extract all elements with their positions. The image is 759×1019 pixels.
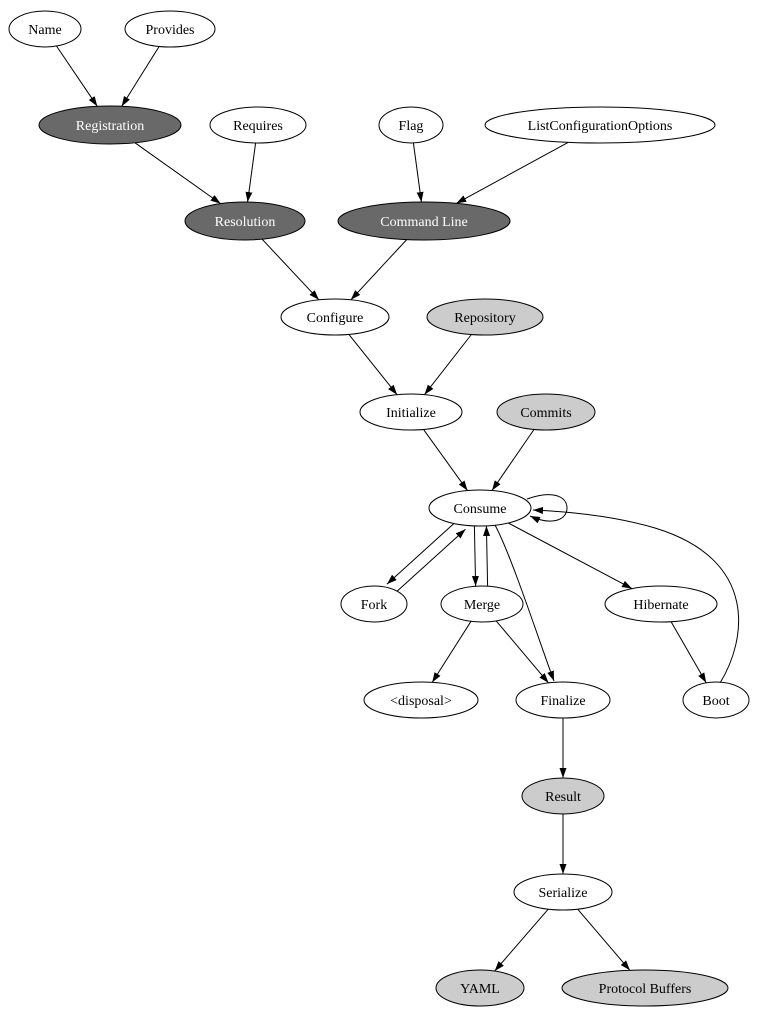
edge-hibernate-boot (670, 621, 707, 684)
edge-resolution-configure (261, 238, 320, 301)
boot-label: Boot (702, 694, 729, 709)
protocolbuffers-label: Protocol Buffers (599, 982, 692, 997)
node-flag: Flag (378, 106, 444, 144)
edge-commandline-configure (350, 239, 408, 301)
node-registration: Registration (38, 105, 182, 145)
edge-flag-commandline (412, 142, 424, 203)
flag-label: Flag (399, 119, 424, 134)
yaml-label: YAML (460, 982, 500, 997)
node-consume: Consume (428, 489, 532, 527)
resolution-ellipse (184, 201, 306, 241)
requires-ellipse (209, 106, 307, 144)
finalize-ellipse (515, 681, 611, 719)
edge-consume-merge (471, 526, 479, 587)
fork-ellipse (340, 585, 408, 623)
edge-merge-disposal (431, 621, 472, 683)
edge-consume-finalize (494, 524, 555, 682)
protocolbuffers-ellipse (561, 969, 729, 1007)
initialize-label: Initialize (386, 406, 436, 421)
initialize-ellipse (359, 393, 463, 431)
edge-merge-finalize (495, 620, 549, 684)
name-ellipse (8, 10, 82, 48)
disposal-ellipse (363, 681, 479, 719)
edge-boot-consume (532, 506, 740, 684)
node-disposal: <disposal> (363, 681, 479, 719)
registration-label: Registration (76, 119, 144, 134)
edge-serialize-protocolbuffers (577, 908, 631, 971)
serialize-ellipse (513, 873, 613, 911)
node-configure: Configure (280, 298, 390, 336)
edge-requires-resolution (245, 142, 257, 203)
yaml-ellipse (435, 969, 525, 1007)
consume-ellipse (428, 489, 532, 527)
node-commandline: Command Line (337, 201, 511, 241)
boot-ellipse (682, 681, 750, 719)
resolution-label: Resolution (215, 215, 276, 230)
provides-ellipse (124, 10, 216, 48)
node-fork: Fork (340, 585, 408, 623)
edge-merge-consume (483, 525, 491, 586)
edge-registration-resolution (134, 142, 221, 205)
node-listconfigurationoptions: ListConfigurationOptions (484, 106, 716, 144)
node-boot: Boot (682, 681, 750, 719)
edge-repository-initialize (424, 334, 472, 395)
edge-configure-initialize (348, 334, 398, 396)
node-resolution: Resolution (184, 201, 306, 241)
edge-consume-consume (526, 494, 568, 524)
fork-label: Fork (361, 598, 387, 613)
edge-initialize-consume (423, 429, 468, 491)
name-label: Name (28, 23, 61, 38)
provides-label: Provides (146, 23, 195, 38)
requires-label: Requires (233, 119, 283, 134)
node-initialize: Initialize (359, 393, 463, 431)
edge-fork-consume (394, 528, 466, 594)
finalize-label: Finalize (540, 694, 585, 709)
registration-ellipse (38, 105, 182, 145)
node-commits: Commits (496, 393, 596, 431)
node-provides: Provides (124, 10, 216, 48)
edge-consume-fork (386, 519, 458, 585)
node-requires: Requires (209, 106, 307, 144)
commits-label: Commits (520, 406, 571, 421)
disposal-label: <disposal> (390, 694, 452, 709)
merge-ellipse (440, 585, 524, 623)
node-hibernate: Hibernate (604, 585, 718, 623)
commandline-ellipse (337, 201, 511, 241)
node-name: Name (8, 10, 82, 48)
result-ellipse (521, 777, 605, 815)
flag-ellipse (378, 106, 444, 144)
repository-label: Repository (454, 311, 515, 326)
listconfigurationoptions-label: ListConfigurationOptions (528, 119, 673, 134)
repository-ellipse (426, 298, 544, 336)
hibernate-label: Hibernate (633, 598, 688, 613)
merge-label: Merge (464, 598, 500, 613)
node-result: Result (521, 777, 605, 815)
edge-commits-consume (491, 429, 535, 491)
result-label: Result (545, 790, 581, 805)
edge-serialize-yaml (494, 908, 549, 972)
node-yaml: YAML (435, 969, 525, 1007)
commits-ellipse (496, 393, 596, 431)
node-protocolbuffers: Protocol Buffers (561, 969, 729, 1007)
commandline-label: Command Line (380, 215, 468, 230)
node-serialize: Serialize (513, 873, 613, 911)
hibernate-ellipse (604, 585, 718, 623)
edge-consume-hibernate (508, 522, 633, 590)
edge-listconfigurationoptions-commandline (456, 141, 569, 204)
listconfigurationoptions-ellipse (484, 106, 716, 144)
node-repository: Repository (426, 298, 544, 336)
configure-ellipse (280, 298, 390, 336)
consume-label: Consume (454, 502, 507, 517)
edge-name-registration (56, 45, 98, 107)
configure-label: Configure (307, 311, 364, 326)
edge-provides-registration (121, 46, 160, 107)
serialize-label: Serialize (539, 886, 588, 901)
node-finalize: Finalize (515, 681, 611, 719)
node-merge: Merge (440, 585, 524, 623)
